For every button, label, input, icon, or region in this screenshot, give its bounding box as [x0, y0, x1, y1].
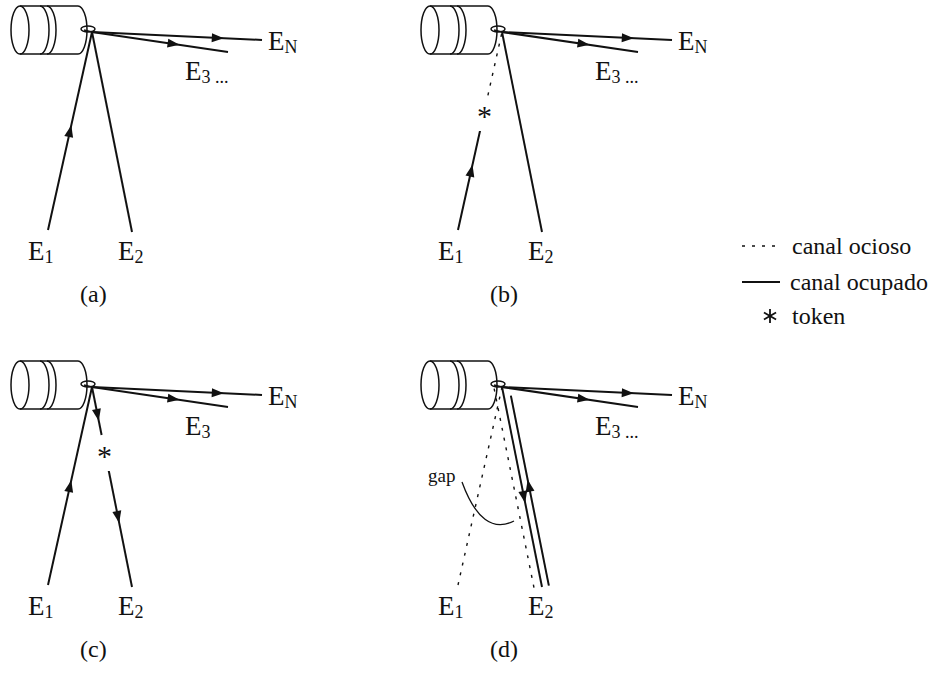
- station-label: E2: [528, 593, 554, 621]
- cylinder-ring: [40, 361, 49, 409]
- station-label: E2: [118, 593, 144, 621]
- idle-channel: [494, 389, 534, 589]
- station-label: E3 ...: [595, 58, 639, 86]
- cylinder-ring: [457, 361, 466, 409]
- busy-channel: [48, 32, 92, 230]
- busy-channel: [48, 387, 92, 585]
- legend-text: canal ocupado: [790, 270, 928, 294]
- station-label: E3 ...: [595, 413, 639, 441]
- station-label: EN: [678, 28, 708, 56]
- gap-pointer: [462, 482, 514, 525]
- station-label: E3 ...: [185, 58, 229, 86]
- panel-label: (b): [490, 282, 518, 306]
- hub-stub: [84, 385, 92, 387]
- station-label: E2: [528, 238, 554, 266]
- cylinder-ring: [450, 6, 459, 54]
- token-mark: *: [97, 441, 112, 471]
- station-label: E3: [185, 413, 211, 441]
- hub-stub: [494, 30, 502, 32]
- hub-stub: [84, 30, 92, 32]
- arrow-head: [112, 510, 121, 523]
- station-label: E1: [438, 238, 464, 266]
- arrow-head: [622, 388, 634, 397]
- arrow-head: [64, 125, 73, 138]
- cylinder-ring: [457, 6, 466, 54]
- station-label: EN: [268, 383, 298, 411]
- arrow-head: [577, 394, 590, 403]
- busy-channel: [502, 32, 542, 232]
- busy-channel: [511, 396, 549, 586]
- arrow-head: [622, 33, 634, 42]
- arrow-head: [167, 394, 180, 403]
- cylinder-end: [421, 6, 439, 54]
- cylinder-ring: [40, 6, 49, 54]
- legend-text: canal ocioso: [792, 234, 911, 258]
- arrow-head: [466, 165, 475, 178]
- busy-channel: [92, 387, 102, 435]
- legend-token-sample: [764, 313, 776, 320]
- arrow-head: [577, 39, 590, 48]
- legend-busy-sample: [742, 281, 780, 283]
- panel-label: (d): [490, 637, 518, 661]
- busy-channel: [458, 127, 481, 230]
- idle-channel: [458, 387, 502, 585]
- busy-channel: [92, 32, 132, 232]
- arrow-head: [212, 33, 224, 42]
- busy-channel: [502, 387, 542, 587]
- arrow-head: [212, 388, 224, 397]
- cylinder-ring: [450, 361, 459, 409]
- cylinder-end: [11, 361, 29, 409]
- legend-text: token: [792, 304, 845, 328]
- legend-idle-sample: [742, 245, 780, 246]
- station-label: E1: [438, 593, 464, 621]
- token-mark: *: [477, 101, 492, 131]
- arrow-head: [526, 480, 535, 493]
- station-label: E1: [28, 593, 54, 621]
- station-label: E1: [28, 238, 54, 266]
- arrow-head: [64, 480, 73, 493]
- busy-channel: [92, 32, 262, 40]
- cylinder-end: [421, 361, 439, 409]
- station-label: E2: [118, 238, 144, 266]
- busy-channel: [92, 387, 262, 395]
- panel-label: (c): [80, 637, 107, 661]
- arrow-head: [167, 39, 180, 48]
- hub-stub: [494, 385, 502, 387]
- cylinder-ring: [47, 361, 56, 409]
- panel-label: (a): [80, 282, 107, 306]
- cylinder-end: [11, 6, 29, 54]
- legend-token-sample: [764, 313, 776, 320]
- cylinder-ring: [47, 6, 56, 54]
- arrow-head: [92, 408, 101, 421]
- busy-channel: [502, 32, 672, 40]
- station-label: EN: [678, 383, 708, 411]
- idle-channel: [488, 32, 502, 95]
- station-label: EN: [268, 28, 298, 56]
- busy-channel: [108, 467, 132, 587]
- busy-channel: [502, 387, 672, 395]
- gap-label: gap: [428, 466, 455, 485]
